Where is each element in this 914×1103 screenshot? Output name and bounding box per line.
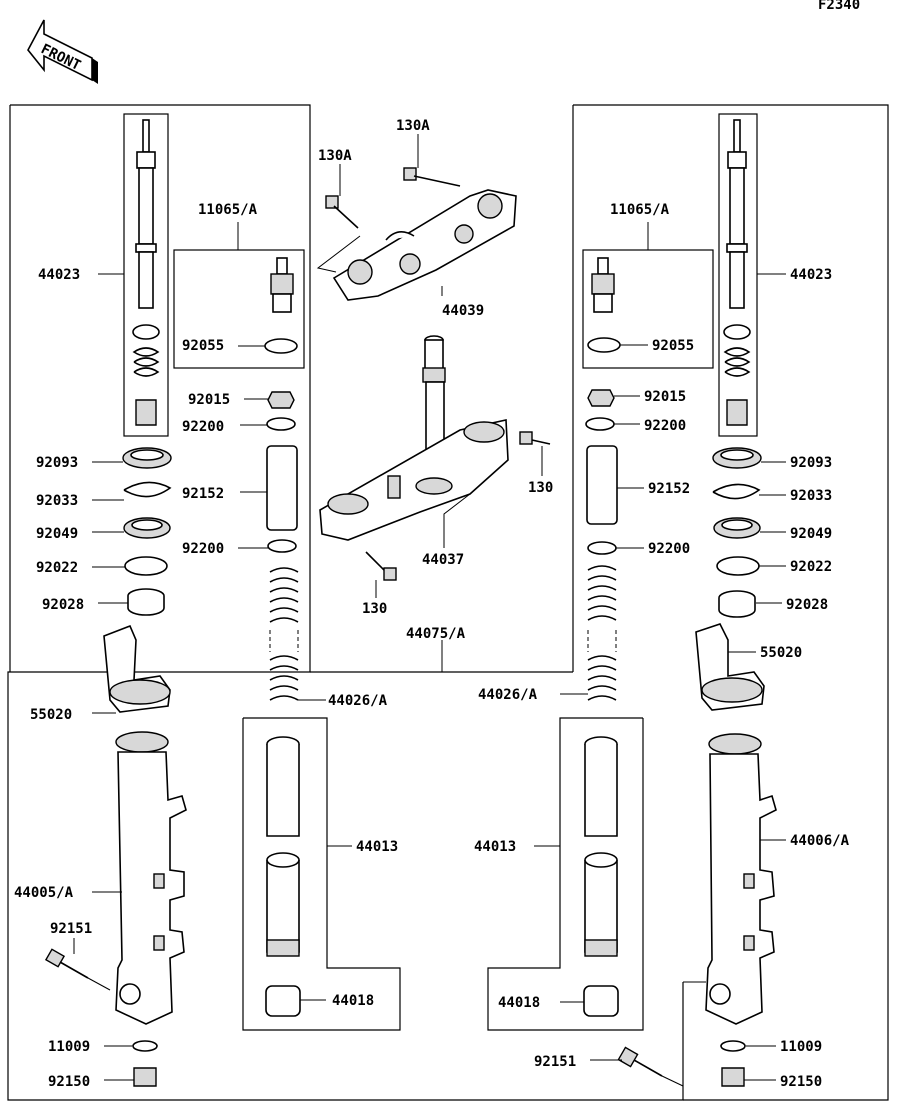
label-92028-right: 92028 — [786, 597, 828, 613]
label-92028-left: 92028 — [42, 597, 84, 613]
label-44037: 44037 — [422, 552, 464, 568]
label-44023-right: 44023 — [790, 267, 832, 283]
valve-right — [587, 257, 621, 353]
label-92152-left: 92152 — [182, 486, 224, 502]
spring-left — [269, 567, 299, 701]
washer-92200-right — [587, 541, 617, 555]
label-92200-a-left: 92200 — [182, 419, 224, 435]
label-92033-left: 92033 — [36, 493, 78, 509]
valve-box-left — [173, 249, 305, 369]
label-92093-left: 92093 — [36, 455, 78, 471]
bolt-130-lower — [365, 551, 397, 581]
label-44013-left: 44013 — [356, 839, 398, 855]
fork-cover-left — [103, 624, 171, 713]
fork-leg-left — [115, 731, 187, 1025]
label-92093-right: 92093 — [790, 455, 832, 471]
label-92150-left: 92150 — [48, 1074, 90, 1090]
label-92022-left: 92022 — [36, 560, 78, 576]
label-92152-right: 92152 — [648, 481, 690, 497]
washer-92200-left — [267, 539, 297, 553]
label-92015-right: 92015 — [644, 389, 686, 405]
bolt-92150-right — [721, 1067, 745, 1087]
label-130-lower: 130 — [362, 601, 387, 617]
label-130A-left: 130A — [318, 148, 352, 164]
label-44039: 44039 — [442, 303, 484, 319]
label-44026-right: 44026/A — [478, 687, 538, 703]
label-44018-right: 44018 — [498, 995, 540, 1011]
bolt-130-upper — [519, 431, 551, 445]
label-92049-left: 92049 — [36, 526, 78, 542]
spacer-tube-right — [586, 445, 618, 525]
label-92151-left: 92151 — [50, 921, 92, 937]
label-44018-left: 44018 — [332, 993, 374, 1009]
cylinder-box-left — [123, 113, 169, 437]
valve-left — [264, 257, 298, 354]
spring-right — [587, 565, 617, 701]
spacer-tube-left — [266, 445, 298, 531]
right-fork-frame — [573, 104, 889, 1101]
steering-stem — [319, 335, 509, 541]
seal-stack-right — [712, 447, 762, 618]
front-arrow-icon: FRONT — [27, 19, 98, 84]
upper-bracket — [332, 189, 517, 301]
tube-frame-right — [487, 717, 644, 1031]
label-11009-right: 11009 — [780, 1039, 822, 1055]
cylinder-assembly-right — [723, 119, 751, 426]
label-11009-left: 11009 — [48, 1039, 90, 1055]
tube-frame-left — [242, 717, 401, 1031]
label-92200-b-left: 92200 — [182, 541, 224, 557]
nut-washer-left — [266, 391, 296, 431]
bolt-130A-top — [403, 167, 461, 187]
label-92150-right: 92150 — [780, 1074, 822, 1090]
label-44006: 44006/A — [790, 833, 850, 849]
label-92022-right: 92022 — [790, 559, 832, 575]
fork-leg-right — [705, 733, 777, 1025]
label-92200-a-right: 92200 — [644, 418, 686, 434]
label-44023-left: 44023 — [38, 267, 80, 283]
bolt-92150-left — [133, 1067, 157, 1087]
figure-code: F2340 — [818, 0, 860, 13]
label-92033-right: 92033 — [790, 488, 832, 504]
label-44026-left: 44026/A — [328, 693, 388, 709]
washer-11009-right — [720, 1040, 746, 1052]
bolt-130A-left — [325, 195, 359, 229]
label-92015-left: 92015 — [188, 392, 230, 408]
label-92151-right: 92151 — [534, 1054, 576, 1070]
label-55020-right: 55020 — [760, 645, 802, 661]
fork-cover-right — [695, 623, 765, 711]
label-130-upper: 130 — [528, 480, 553, 496]
label-92049-right: 92049 — [790, 526, 832, 542]
bolt-92151-left — [44, 948, 89, 979]
label-11065-right: 11065/A — [610, 202, 670, 218]
label-92200-b-right: 92200 — [648, 541, 690, 557]
label-55020-left: 55020 — [30, 707, 72, 723]
washer-11009-left — [132, 1040, 158, 1052]
bolt-92151-right — [617, 1046, 663, 1077]
label-92055-left: 92055 — [182, 338, 224, 354]
label-44005: 44005/A — [14, 885, 74, 901]
inner-tube-right — [583, 736, 619, 1017]
label-130A-top: 130A — [396, 118, 430, 134]
label-44075: 44075/A — [406, 626, 466, 642]
label-92055-right: 92055 — [652, 338, 694, 354]
cylinder-box-right — [718, 113, 758, 437]
leader-lines — [73, 134, 786, 1087]
cylinder-assembly-left — [132, 119, 160, 426]
nut-washer-right — [585, 389, 615, 431]
label-11065-left: 11065/A — [198, 202, 258, 218]
seal-stack-left — [122, 447, 172, 616]
inner-tube-left — [265, 736, 301, 1017]
label-44013-right: 44013 — [474, 839, 516, 855]
